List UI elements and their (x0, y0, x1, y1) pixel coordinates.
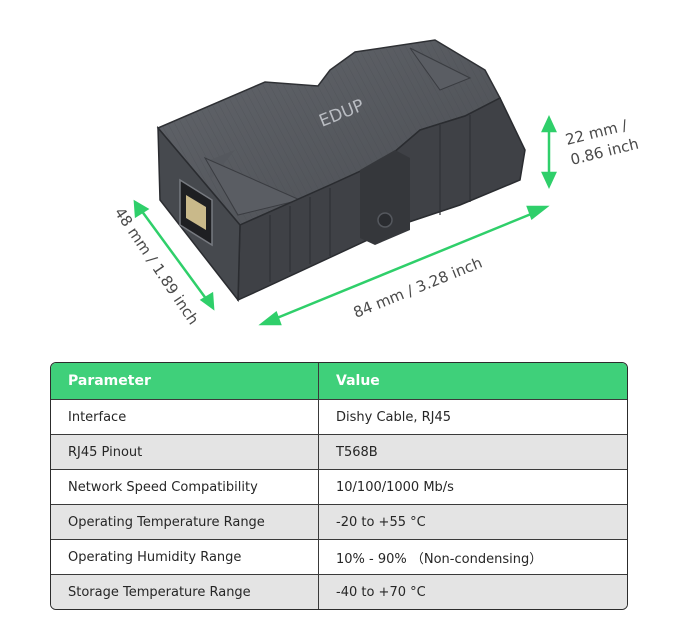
height-arrow (541, 115, 557, 189)
cell-value: -20 to +55 °C (319, 504, 627, 539)
table-row: Interface Dishy Cable, RJ45 (51, 399, 627, 434)
spec-table: Parameter Value Interface Dishy Cable, R… (50, 362, 628, 610)
cell-parameter: Network Speed Compatibility (51, 469, 319, 504)
length-label: 84 mm / 3.28 inch (351, 254, 485, 322)
header-parameter: Parameter (51, 363, 319, 399)
product-illustration: EDUP 22 mm / 0.86 inch 84 mm / 3.28 inch… (111, 39, 641, 328)
length-arrow (258, 205, 550, 326)
table-row: Network Speed Compatibility 10/100/1000 … (51, 469, 627, 504)
cell-value: -40 to +70 °C (319, 574, 627, 609)
table-row: Operating Humidity Range 10% - 90% （Non-… (51, 539, 627, 574)
cell-value: 10/100/1000 Mb/s (319, 469, 627, 504)
cell-parameter: Operating Temperature Range (51, 504, 319, 539)
device-body (156, 39, 526, 303)
table-row: Operating Temperature Range -20 to +55 °… (51, 504, 627, 539)
cell-value: T568B (319, 434, 627, 469)
cell-value: Dishy Cable, RJ45 (319, 399, 627, 434)
cell-parameter: Operating Humidity Range (51, 539, 319, 574)
rj45-port (179, 178, 213, 247)
table-row: Storage Temperature Range -40 to +70 °C (51, 574, 627, 609)
cell-value: 10% - 90% （Non-condensing） (319, 539, 627, 574)
width-arrow (133, 199, 215, 311)
cell-parameter: Interface (51, 399, 319, 434)
table-row: RJ45 Pinout T568B (51, 434, 627, 469)
cell-parameter: RJ45 Pinout (51, 434, 319, 469)
table-header-row: Parameter Value (51, 363, 627, 399)
cell-parameter: Storage Temperature Range (51, 574, 319, 609)
header-value: Value (319, 363, 627, 399)
